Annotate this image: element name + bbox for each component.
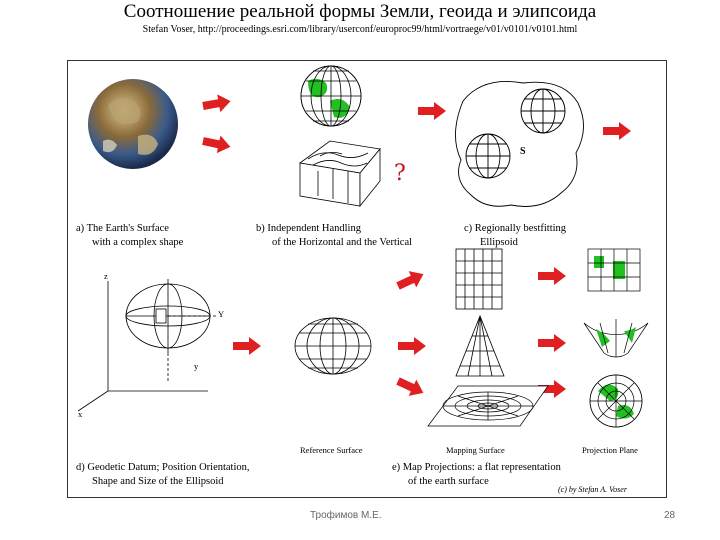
footer-author: Трофимов М.Е.: [310, 510, 382, 521]
reference-ellipsoid: [294, 317, 372, 375]
caption-d-line2: Shape and Size of the Ellipsoid: [92, 476, 224, 487]
arrow-a-to-terrain: [201, 132, 233, 156]
regional-ellipsoid: [455, 81, 584, 207]
question-mark: ?: [394, 161, 406, 186]
arrow-a-to-geoid: [201, 92, 233, 115]
caption-a-line2: with a complex shape: [92, 237, 184, 248]
label-mapping-surface: Mapping Surface: [446, 445, 505, 455]
arrow-c-out: [603, 122, 631, 140]
arrow-cone-out: [538, 334, 566, 352]
source-citation: Stefan Voser, http://proceedings.esri.co…: [142, 24, 578, 35]
label-projection-plane: Projection Plane: [582, 445, 638, 455]
cylinder-surface: [455, 248, 503, 310]
arrow-to-cylinder: [394, 266, 428, 295]
caption-e-line2: of the earth surface: [408, 476, 489, 487]
plane-surface: [427, 385, 549, 427]
label-reference-surface: Reference Surface: [300, 445, 363, 455]
arrow-cylinder-out: [538, 267, 566, 285]
s-marker: S: [520, 146, 526, 157]
page-number: 28: [664, 510, 676, 521]
caption-e-line1: e) Map Projections: a flat representatio…: [392, 462, 561, 473]
caption-a-line1: a) The Earth's Surface: [76, 223, 169, 234]
caption-d-line1: d) Geodetic Datum; Position Orientation,: [76, 462, 250, 473]
copyright-credit: (c) by Stefan A. Voser: [558, 485, 627, 494]
earth-sphere: [88, 79, 178, 169]
datum-ellipsoid: [77, 279, 218, 412]
axis-x-label: x: [78, 409, 83, 419]
projection-conic: [583, 319, 649, 358]
terrain-block: [298, 140, 381, 208]
slide-title: Соотношение реальной формы Земли, геоида…: [123, 1, 597, 22]
diagram-graphics: [77, 65, 649, 428]
arrow-to-ellipsoid: [418, 102, 446, 120]
diagram-panel: ? S z Y y x a) The Earth's Surface with …: [67, 60, 667, 498]
arrow-to-plane: [394, 372, 428, 401]
caption-b-line2: of the Horizontal and the Vertical: [272, 237, 413, 248]
axis-y2-label: Y: [218, 309, 225, 319]
caption-c-line2: Ellipsoid: [480, 237, 518, 248]
caption-c-line1: c) Regionally bestfitting: [464, 223, 567, 234]
arrow-to-cone: [398, 337, 426, 355]
axis-y-label: y: [194, 361, 199, 371]
projection-azimuthal: [589, 374, 643, 428]
cone-surface: [455, 314, 505, 377]
caption-b-line1: b) Independent Handling: [256, 223, 361, 234]
projection-cylindrical: [587, 248, 641, 292]
axis-z-label: z: [104, 271, 108, 281]
arrow-d-to-reference: [233, 337, 261, 355]
geoid-globe: [300, 65, 362, 127]
